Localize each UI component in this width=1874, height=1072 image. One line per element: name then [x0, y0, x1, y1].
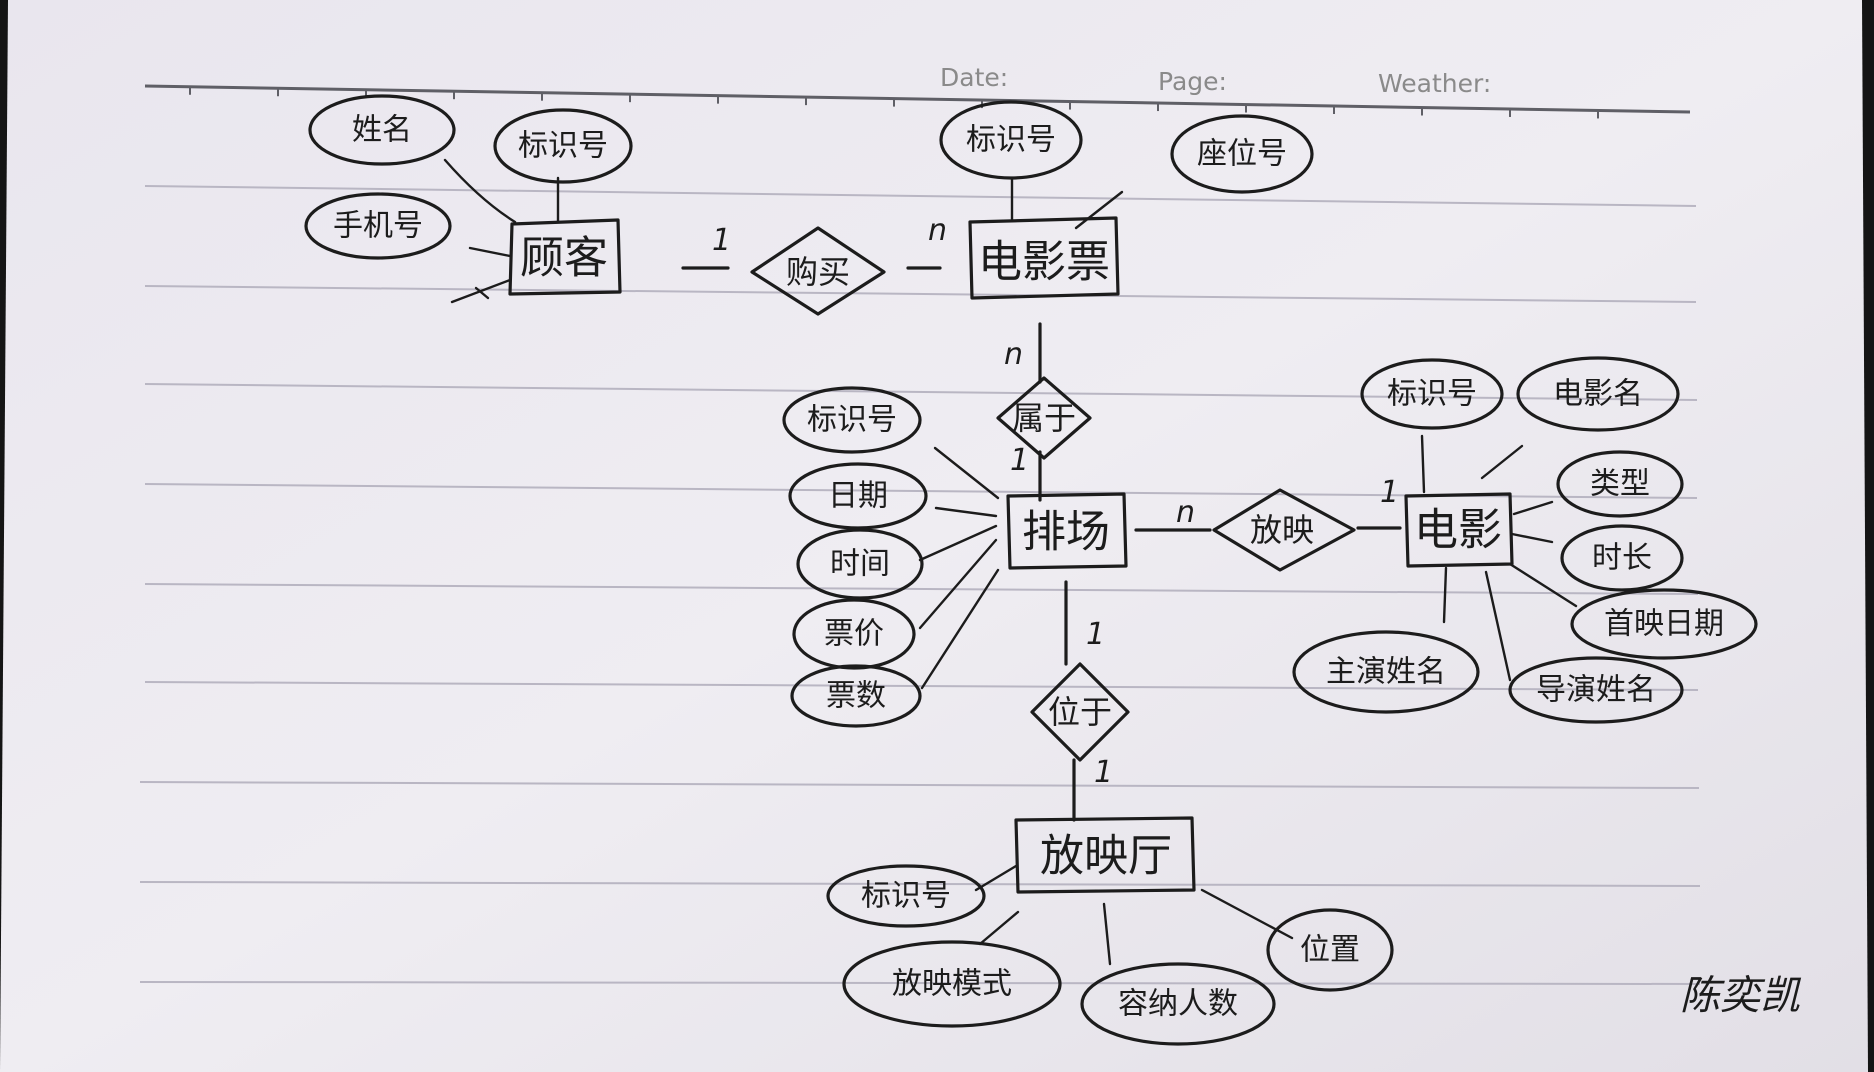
card-belongs-screening: 1 — [1010, 443, 1029, 478]
svg-text:票数: 票数 — [826, 679, 886, 714]
svg-text:容纳人数: 容纳人数 — [1118, 987, 1238, 1022]
entity-hall: 放映厅 — [1014, 816, 1196, 894]
card-located-hall: 1 — [1094, 755, 1113, 790]
attr-screening-price: 票价 — [792, 598, 916, 670]
card-purchase-ticket: n — [928, 213, 947, 248]
svg-text:标识号: 标识号 — [966, 123, 1056, 158]
relationship-located: 位于 — [1030, 662, 1130, 762]
svg-text:标识号: 标识号 — [861, 879, 951, 914]
attr-movie-premiere: 首映日期 — [1570, 588, 1758, 660]
svg-text:类型: 类型 — [1590, 467, 1650, 502]
attr-hall-location: 位置 — [1266, 908, 1394, 992]
page-label: Page: — [1158, 67, 1227, 96]
card-ticket-belongs: n — [1004, 337, 1023, 372]
ruled-lines — [139, 185, 1701, 985]
svg-text:主演姓名: 主演姓名 — [1326, 655, 1446, 690]
signature: 陈奕凯 — [1680, 973, 1802, 1019]
entity-customer: 顾客 — [508, 218, 622, 296]
attr-movie-director: 导演姓名 — [1508, 656, 1684, 724]
svg-text:票价: 票价 — [824, 617, 884, 652]
svg-text:时长: 时长 — [1592, 541, 1652, 576]
entity-customer-label: 顾客 — [520, 233, 608, 284]
relationship-shows-label: 放映 — [1250, 511, 1314, 549]
svg-text:导演姓名: 导演姓名 — [1536, 673, 1656, 708]
svg-text:标识号: 标识号 — [1387, 377, 1477, 412]
card-customer-purchase: 1 — [712, 223, 731, 258]
attr-movie-lead-actor: 主演姓名 — [1292, 630, 1480, 714]
card-screening-shows: n — [1176, 495, 1195, 530]
relationship-purchase-label: 购买 — [786, 253, 850, 291]
svg-text:手机号: 手机号 — [333, 209, 423, 244]
relationship-shows: 放映 — [1212, 488, 1356, 572]
entity-movie-ticket-label: 电影票 — [978, 237, 1110, 288]
entity-hall-label: 放映厅 — [1040, 831, 1172, 882]
attr-hall-id: 标识号 — [826, 864, 986, 928]
svg-text:日期: 日期 — [828, 479, 888, 514]
attr-screening-time: 时间 — [796, 528, 924, 600]
svg-text:标识号: 标识号 — [518, 129, 608, 164]
entity-movie: 电影 — [1404, 492, 1514, 568]
entity-screening: 排场 — [1006, 492, 1128, 570]
attr-movie-id: 标识号 — [1360, 358, 1504, 430]
svg-text:座位号: 座位号 — [1197, 137, 1287, 172]
relationship-located-label: 位于 — [1048, 693, 1112, 731]
relationship-belongs: 属于 — [996, 376, 1092, 460]
card-shows-movie: 1 — [1380, 475, 1399, 510]
connection-lines — [443, 158, 1578, 966]
attr-screening-id: 标识号 — [782, 386, 922, 454]
entity-movie-ticket: 电影票 — [968, 216, 1120, 300]
entity-movie-label: 电影 — [1414, 505, 1502, 556]
weather-label: Weather: — [1378, 69, 1491, 98]
svg-text:姓名: 姓名 — [352, 113, 412, 148]
attr-screening-date: 日期 — [788, 462, 928, 530]
attr-hall-capacity: 容纳人数 — [1080, 962, 1276, 1046]
relationship-purchase: 购买 — [750, 226, 886, 316]
attr-movie-genre: 类型 — [1556, 450, 1684, 518]
svg-text:位置: 位置 — [1300, 933, 1360, 968]
attr-movie-title: 电影名 — [1516, 356, 1680, 432]
date-label: Date: — [940, 63, 1008, 92]
cardinality-labels: 1 n n 1 n 1 1 1 — [712, 213, 1399, 790]
attr-ticket-id: 标识号 — [939, 100, 1083, 180]
attr-screening-count: 票数 — [790, 664, 922, 728]
relationship-belongs-label: 属于 — [1012, 399, 1076, 437]
attr-movie-duration: 时长 — [1560, 524, 1684, 592]
header-rule — [144, 84, 1691, 114]
svg-text:电影名: 电影名 — [1553, 377, 1643, 412]
svg-text:标识号: 标识号 — [807, 403, 897, 438]
attr-customer-phone: 手机号 — [304, 192, 452, 260]
entity-screening-label: 排场 — [1022, 507, 1110, 558]
attr-ticket-seat: 座位号 — [1170, 114, 1314, 194]
svg-text:放映模式: 放映模式 — [892, 967, 1012, 1002]
card-screening-located: 1 — [1086, 617, 1105, 652]
svg-text:时间: 时间 — [830, 547, 890, 582]
attr-customer-id: 标识号 — [493, 108, 633, 184]
svg-text:首映日期: 首映日期 — [1604, 607, 1724, 642]
attr-customer-name: 姓名 — [308, 94, 456, 166]
attr-hall-mode: 放映模式 — [842, 940, 1062, 1028]
